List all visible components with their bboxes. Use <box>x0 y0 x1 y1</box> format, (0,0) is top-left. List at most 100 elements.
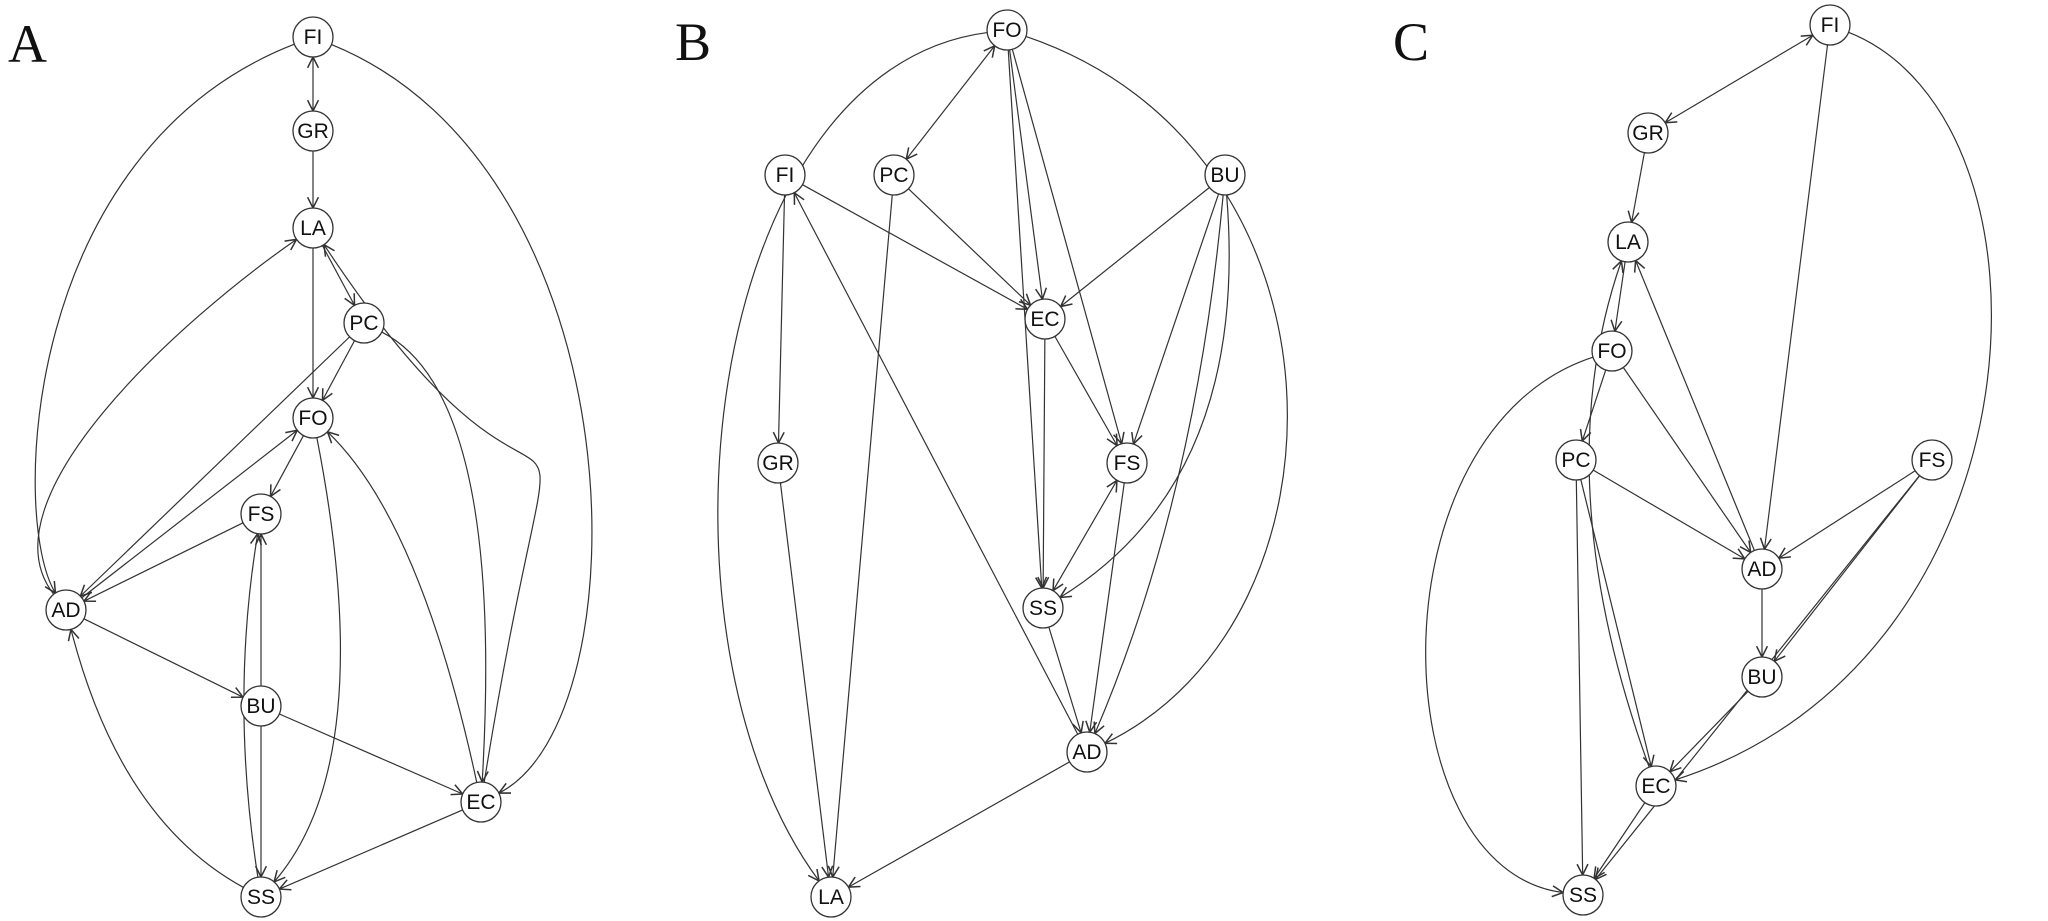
panel-a-label: A <box>8 14 47 74</box>
panel-c-edge-fi-ec <box>1675 31 1992 780</box>
node-circle <box>1591 330 1633 372</box>
panel-a-edge-ad-fo <box>81 430 297 599</box>
node-label: PC <box>1561 449 1590 472</box>
panel-b-edge-bu-ad <box>1095 194 1224 734</box>
panel-a-node-fo: FO <box>292 397 334 439</box>
panel-b-edge-fo-pc <box>906 46 994 159</box>
node-circle <box>292 110 334 152</box>
panel-c-edge-fo-ss <box>1425 356 1594 892</box>
node-circle <box>1741 548 1783 590</box>
panel-a-node-ec: EC <box>460 781 502 823</box>
node-label: FI <box>304 26 323 49</box>
node-circle <box>1911 439 1953 481</box>
panel-b-edge-fo-la <box>717 31 988 881</box>
node-label: AD <box>51 599 80 622</box>
node-label: GR <box>297 120 329 143</box>
node-label: FS <box>1114 452 1141 475</box>
panel-b-edge-pc-ec <box>908 188 1030 305</box>
panel-b-edge-bu-fs <box>1133 193 1220 444</box>
panel-c-node-la: LA <box>1607 221 1649 263</box>
panel-b-edge-fs-ad <box>1090 482 1125 732</box>
node-circle <box>1066 731 1108 773</box>
node-circle <box>1741 656 1783 698</box>
panel-c-node-ss: SS <box>1562 874 1604 916</box>
panel-c-label: C <box>1393 12 1429 72</box>
panel-b-edge-gr-la <box>779 482 828 877</box>
panel-c-node-ec: EC <box>1635 765 1677 807</box>
panel-c-edge-fs-ad <box>1779 470 1916 558</box>
panel-c-edge-fs-bu <box>1774 475 1921 662</box>
panel-a-edge-pc-ad <box>80 336 351 596</box>
panel-b-edge-fo-ec <box>1009 49 1043 299</box>
node-label: FI <box>776 164 795 187</box>
panel-c-node-pc: PC <box>1555 439 1597 481</box>
panel-b-edge-pc-la <box>833 194 893 877</box>
node-label: SS <box>247 886 275 909</box>
panel-a-node-la: LA <box>292 207 334 249</box>
panel-b-edge-fi-ec <box>802 184 1027 310</box>
panel-c-edge-fi-gr <box>1665 35 1813 123</box>
panel-c-edge-ad-la <box>1636 261 1755 551</box>
panel-b-edges <box>717 31 1288 888</box>
panel-a-edge-fo-ss <box>274 437 342 882</box>
panel-b-edge-ec-fs <box>1054 336 1117 445</box>
node-circle <box>810 876 852 918</box>
panel-c-edge-gr-la <box>1632 152 1645 223</box>
panel-a-edge-ss-ad <box>71 629 244 888</box>
node-circle <box>292 207 334 249</box>
panel-a-edge-fo-fs <box>271 435 305 497</box>
node-label: FO <box>1597 340 1626 363</box>
panel-b-edge-ec-ss <box>1043 338 1045 588</box>
node-label: FS <box>248 503 275 526</box>
panel-c-edge-fo-pc <box>1582 369 1607 441</box>
node-circle <box>1635 765 1677 807</box>
panel-a-edges <box>34 43 593 889</box>
panel-a-edge-ad-la <box>37 239 297 595</box>
node-label: FO <box>992 19 1021 42</box>
node-label: EC <box>1030 308 1059 331</box>
panel-a-edge-fi-ec <box>331 43 593 794</box>
node-label: FS <box>1919 449 1946 472</box>
panel-b-node-ss: SS <box>1022 587 1064 629</box>
node-circle <box>757 442 799 484</box>
panel-b-node-bu: BU <box>1204 154 1246 196</box>
node-circle <box>1555 439 1597 481</box>
panel-c-node-ad: AD <box>1741 548 1783 590</box>
node-label: PC <box>349 312 378 335</box>
node-label: PC <box>879 164 908 187</box>
panel-b-label: B <box>675 12 711 72</box>
panel-b-node-fs: FS <box>1106 442 1148 484</box>
node-circle <box>1607 221 1649 263</box>
panel-c-edge-ec-ss <box>1594 802 1646 879</box>
panel-c-node-fi: FI <box>1809 4 1851 46</box>
panel-b-edge-fo-ad <box>1025 35 1288 743</box>
panel-b-edge-fi-gr <box>778 194 786 443</box>
node-label: AD <box>1072 741 1101 764</box>
node-label: LA <box>818 886 844 909</box>
node-label: FI <box>1821 14 1840 37</box>
node-label: BU <box>1210 164 1239 187</box>
panel-b-edge-bu-ec <box>1061 187 1210 306</box>
panel-c-edges <box>1425 31 1992 892</box>
panel-c-edge-pc-ad <box>1592 469 1744 559</box>
node-circle <box>45 589 87 631</box>
panel-a-node-fi: FI <box>292 16 334 58</box>
node-label: FO <box>298 407 327 430</box>
panel-a-edge-ec-fo <box>327 432 478 783</box>
node-label: SS <box>1569 884 1597 907</box>
panel-c-edge-la-fo <box>1615 261 1626 331</box>
node-circle <box>1204 154 1246 196</box>
node-label: LA <box>1615 231 1641 254</box>
node-circle <box>873 154 915 196</box>
node-label: LA <box>300 217 326 240</box>
panel-c-edge-pc-ec <box>1580 479 1651 766</box>
panel-b-edge-ad-la <box>848 761 1070 887</box>
node-circle <box>460 781 502 823</box>
panel-b-edge-bu-ss <box>1060 194 1230 598</box>
panel-b-node-ec: EC <box>1024 298 1066 340</box>
panel-b-node-gr: GR <box>757 442 799 484</box>
node-circle <box>240 876 282 918</box>
